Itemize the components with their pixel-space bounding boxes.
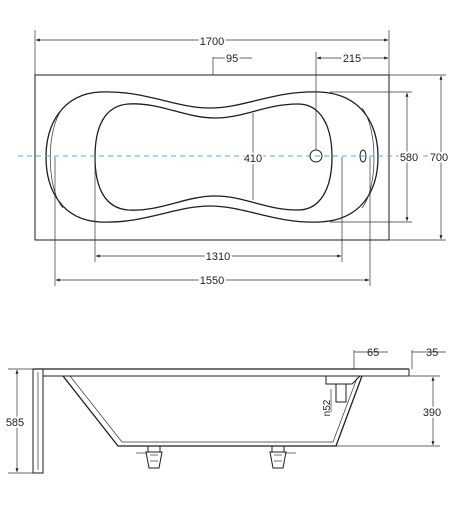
dim-410-label: 410	[244, 153, 262, 165]
basin-rim-right-arc	[361, 107, 375, 209]
dim-35-label: 35	[426, 347, 438, 359]
side-view: n52 585 390 65 35	[4, 347, 446, 474]
dim-n52-label: n52	[322, 399, 333, 416]
dim-1550-label: 1550	[200, 275, 224, 287]
inner-basin-outline	[94, 103, 333, 211]
dim-95-label: 95	[226, 53, 238, 65]
overflow-pipe	[335, 383, 347, 403]
dim-215-label: 215	[343, 53, 361, 65]
foot-left	[145, 445, 163, 469]
dim-1310-label: 1310	[206, 251, 230, 263]
dim-65-label: 65	[367, 347, 379, 359]
tub-inner-line	[69, 375, 358, 443]
foot-right	[269, 445, 287, 469]
tub-body-outline	[62, 375, 363, 447]
tub-outline	[34, 74, 390, 241]
top-view: 1700 95 215 410 580 700 1310 1550	[18, 30, 450, 289]
dim-700-label: 700	[430, 152, 448, 164]
dim-390-label: 390	[423, 407, 441, 419]
dim-1700-label: 1700	[200, 36, 224, 48]
outer-basin-outline	[45, 91, 379, 223]
basin-rim-left-arc	[50, 107, 64, 209]
overflow-oval	[359, 149, 367, 163]
dim-580-label: 580	[400, 152, 418, 164]
dim-585-label: 585	[6, 417, 24, 429]
